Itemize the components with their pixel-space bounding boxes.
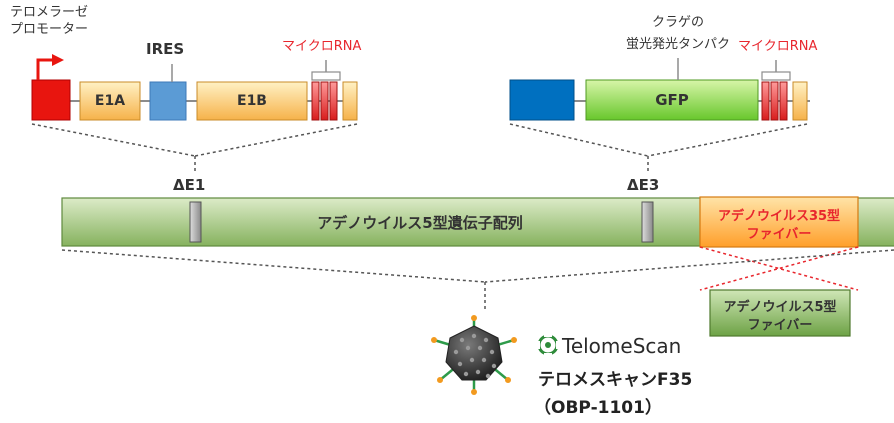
delta-e3-label: ΔE3	[627, 176, 660, 194]
left-microrna-site-3	[329, 81, 338, 121]
promoter-arrow-icon	[52, 54, 64, 66]
bottom-zoom-line-a	[61, 249, 486, 283]
fiber35-label-line1: アデノウイルス35型	[717, 209, 841, 224]
fiber5-label-line2: ファイバー	[747, 318, 813, 333]
left-construct	[31, 54, 358, 172]
promoter-label-line1: テロメラーゼ	[10, 5, 89, 20]
fiber35-block	[699, 196, 859, 248]
ires-label: IRES	[146, 40, 185, 58]
fiber5-label-line1: アデノウイルス5型	[723, 300, 837, 315]
right-microrna-site-2	[770, 81, 779, 121]
left-microrna-label: マイクロRNA	[282, 39, 362, 54]
right-microrna-label: マイクロRNA	[738, 39, 818, 54]
left-zoom-line-a	[31, 123, 196, 157]
promoter-label-line2: プロモーター	[10, 22, 89, 37]
promoter-arrow-stem	[36, 58, 54, 80]
product-name: テロメスキャンF35	[538, 370, 693, 390]
delta-e3-marker	[641, 201, 654, 243]
telomescan-logo-icon	[534, 331, 562, 359]
gfp-label: GFP	[655, 91, 689, 109]
e1b-label: E1B	[237, 93, 267, 109]
logo-wordmark: TelomeScan	[562, 334, 682, 358]
e1a-label: E1A	[94, 93, 126, 109]
right-zoom-line-b	[647, 123, 808, 157]
right-construct	[509, 58, 810, 172]
product-code: （OBP-1101）	[534, 398, 662, 418]
right-end-block	[792, 81, 808, 121]
delta-e1-marker	[189, 201, 202, 243]
promoter-block	[31, 79, 71, 121]
gfp-block	[585, 79, 759, 121]
genome-main-label: アデノウイルス5型遺伝子配列	[317, 213, 523, 232]
right-microrna-site-3	[779, 81, 788, 121]
e1b-block	[196, 81, 308, 121]
left-end-block	[342, 81, 358, 121]
right-microrna-bracket	[761, 71, 791, 81]
delta-e1-label: ΔE1	[173, 176, 206, 194]
right-blue-block	[509, 79, 575, 121]
gfp-desc-line2: 蛍光発光タンパク	[625, 37, 730, 52]
ires-block	[149, 81, 187, 121]
e1a-block	[79, 81, 141, 121]
right-microrna-site-1	[761, 81, 770, 121]
fiber35-label-line2: ファイバー	[746, 227, 812, 242]
bottom-zoom-line-b	[484, 249, 894, 283]
gfp-desc-line1: クラゲの	[651, 15, 704, 30]
right-zoom-line-a	[509, 123, 649, 157]
virus-particle-icon	[431, 315, 517, 395]
left-microrna-site-1	[311, 81, 320, 121]
fiber5-block	[709, 289, 851, 337]
left-zoom-line-b	[194, 123, 358, 157]
left-microrna-bracket	[311, 71, 341, 81]
left-microrna-site-2	[320, 81, 329, 121]
genome-bar-group	[61, 196, 894, 337]
